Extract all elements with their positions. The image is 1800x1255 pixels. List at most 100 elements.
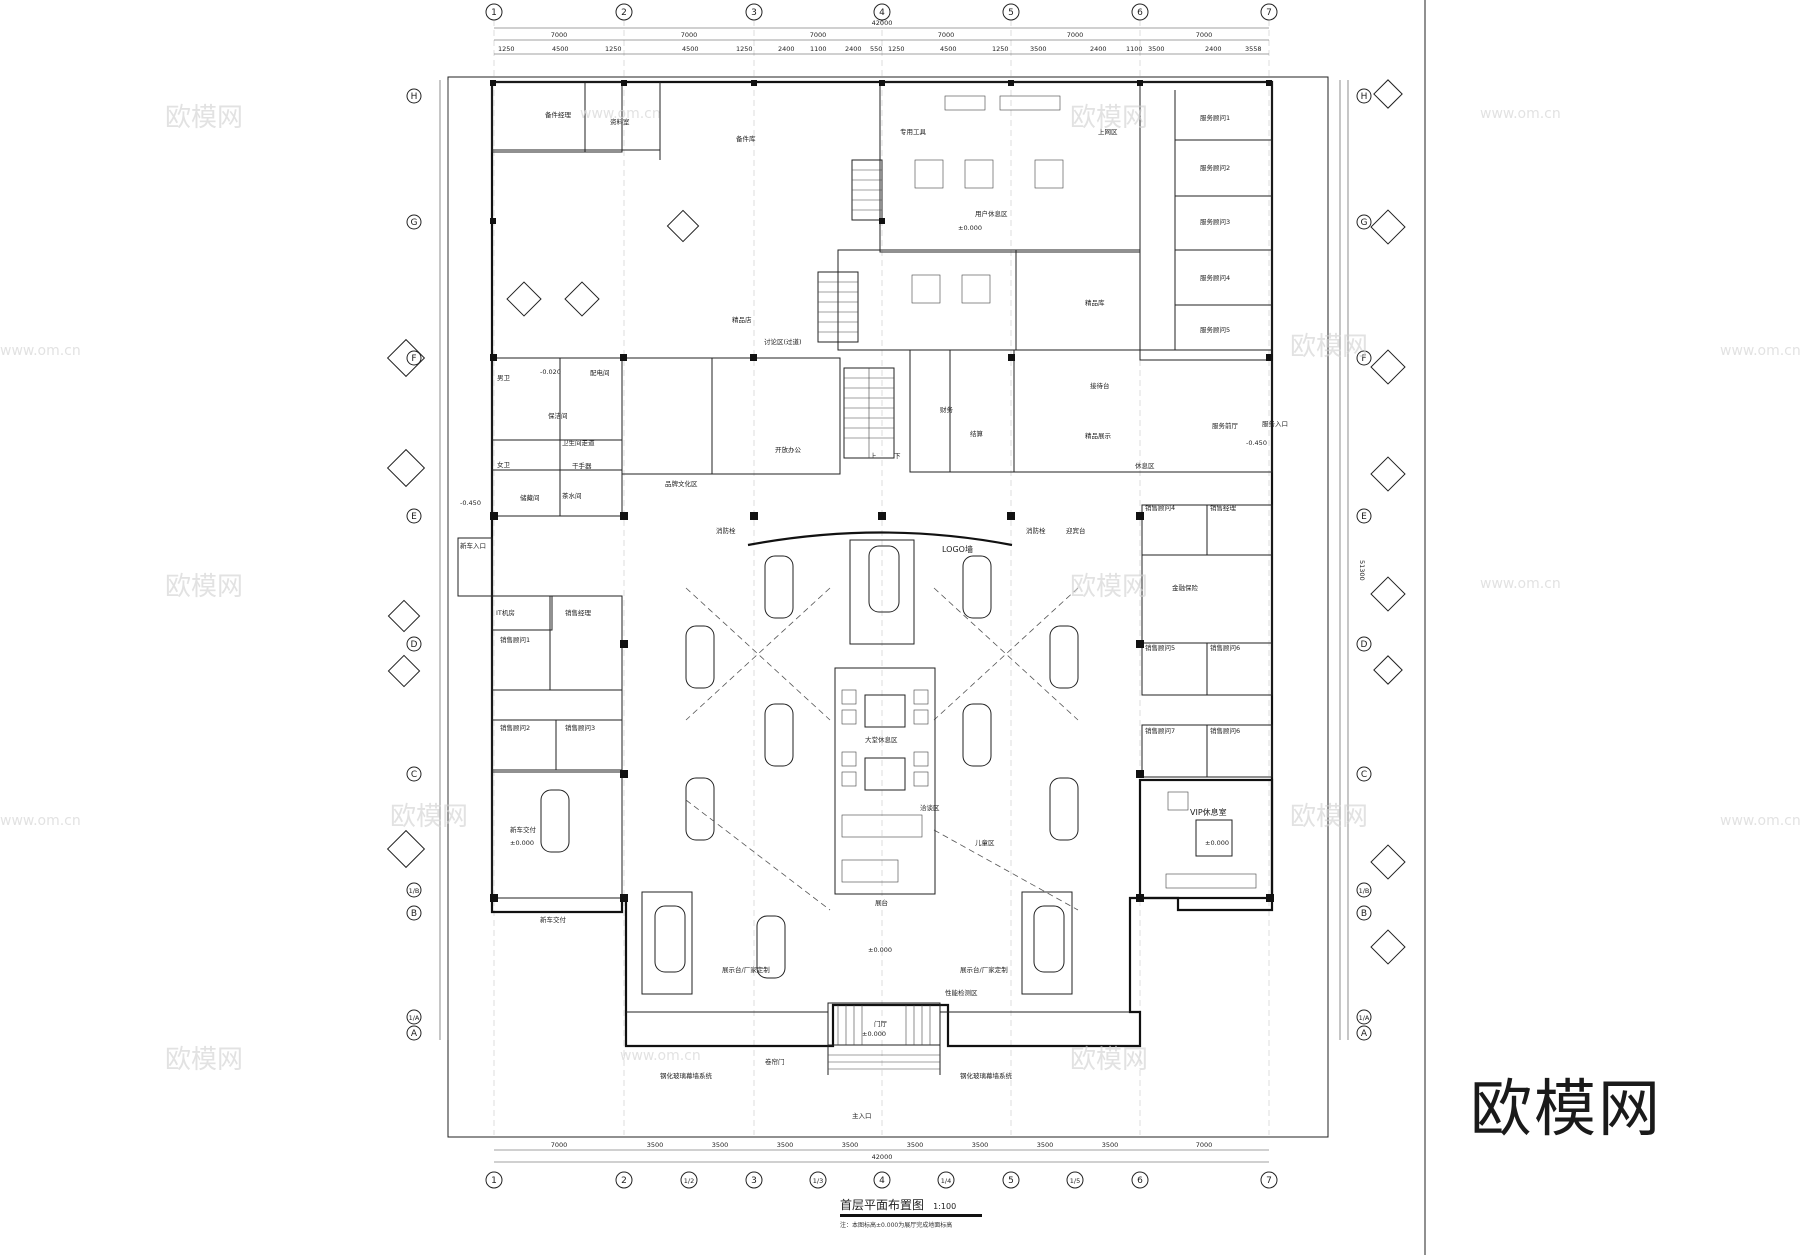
axis-label: 5 <box>1008 1176 1014 1186</box>
room-label: 大堂休息区 <box>865 735 898 744</box>
room-label: 男卫 <box>497 374 511 382</box>
axis-label: 1/A <box>1359 1014 1370 1022</box>
elevation-label: ±0.000 <box>862 1030 886 1038</box>
stair-label: 上 <box>870 451 877 460</box>
axis-label: 4 <box>879 1176 885 1186</box>
room-label: 精品店 <box>732 315 752 324</box>
axis-label: E <box>411 512 417 522</box>
room-label: 销售顾问4 <box>1145 503 1175 512</box>
room-label: 用户休息区 <box>975 209 1008 218</box>
sub-dimension: 1250 <box>992 45 1009 53</box>
showroom-cars <box>540 539 1079 995</box>
watermark-text: 欧模网 <box>1290 802 1368 832</box>
room-label: 门厅 <box>874 1019 888 1028</box>
axis-label: 4 <box>879 8 885 18</box>
room-label: 钢化玻璃幕墙系统 <box>660 1071 713 1080</box>
axis-label: 1/B <box>409 887 420 895</box>
axis-label: 1 <box>491 1176 497 1186</box>
axis-label: 6 <box>1137 1176 1143 1186</box>
bay-dimension: 7000 <box>938 31 955 39</box>
room-label: 新车交付 <box>540 915 567 924</box>
sub-dimension: 550 <box>870 45 882 53</box>
sub-dimension: 2400 <box>778 45 795 53</box>
room-label: 服务顾问4 <box>1200 273 1230 282</box>
room-label: 专用工具 <box>900 127 927 136</box>
axis-label: 1/B <box>1359 887 1370 895</box>
room-label: 迎宾台 <box>1066 526 1086 535</box>
sub-dimension: 1250 <box>736 45 753 53</box>
axis-label: G <box>1361 218 1368 228</box>
axis-label: 1/4 <box>941 1177 951 1185</box>
axis-label: 5 <box>1008 8 1014 18</box>
watermark-url: www.om.cn <box>1720 343 1800 359</box>
elevation-index-markers <box>386 79 1406 965</box>
watermark-url: www.om.cn <box>1720 813 1800 829</box>
sub-dimension: 2400 <box>1205 45 1222 53</box>
axis-label: 1/5 <box>1070 1177 1080 1185</box>
bay-dimension: 7000 <box>551 31 568 39</box>
watermark-text: 欧模网 <box>165 1045 243 1075</box>
bay-dimension: 3500 <box>1037 1141 1054 1149</box>
elevation-label: ±0.000 <box>958 224 982 232</box>
room-label: 讨论区(过道) <box>764 337 802 346</box>
axis-label: B <box>1361 909 1367 919</box>
room-label: 销售经理 <box>1210 503 1237 512</box>
sub-dimension: 1100 <box>1126 45 1143 53</box>
watermark-text: 欧模网 <box>1070 103 1148 133</box>
axis-label: 1/2 <box>684 1177 694 1185</box>
axis-label: E <box>1361 512 1367 522</box>
bay-dimension: 7000 <box>1196 31 1213 39</box>
bay-dimension: 7000 <box>1196 1141 1213 1149</box>
axis-label: A <box>411 1029 418 1039</box>
bay-dimension: 3500 <box>647 1141 664 1149</box>
watermark-text: 欧模网 <box>390 802 468 832</box>
axis-label: G <box>411 218 418 228</box>
sub-dimension: 3500 <box>1148 45 1165 53</box>
room-label: 资料室 <box>610 117 630 126</box>
drawing-scale: 1:100 <box>933 1202 957 1211</box>
room-label: 开放办公 <box>775 445 802 454</box>
drawing-note: 注：本图标高±0.000为展厅完成地面标高 <box>840 1222 953 1229</box>
room-label: 干手器 <box>572 461 592 470</box>
top-axis-markers: 1 2 3 4 5 6 7 <box>485 3 1278 21</box>
right-total-dimension: 51300 <box>1358 560 1366 581</box>
axis-label: 1/3 <box>813 1177 823 1185</box>
room-label: 销售顾问7 <box>1145 726 1175 735</box>
watermark-url: www.om.cn <box>620 1048 701 1064</box>
watermark-text: 欧模网 <box>1070 1045 1148 1075</box>
axis-label: H <box>411 92 418 102</box>
room-label: 品牌文化区 <box>665 479 698 488</box>
bay-dimension: 3500 <box>842 1141 859 1149</box>
sub-dimension: 1250 <box>605 45 622 53</box>
room-label: 备件经理 <box>545 110 572 119</box>
waiting-area-furniture <box>911 95 1064 304</box>
watermark-url: www.om.cn <box>1480 106 1561 122</box>
watermarks: 欧模网 www.om.cn 欧模网 www.om.cn www.om.cn 欧模… <box>0 103 1800 1075</box>
room-label: VIP休息室 <box>1190 807 1227 817</box>
sub-dimension: 3558 <box>1245 45 1262 53</box>
room-label: 储藏间 <box>520 493 540 502</box>
logo-wall <box>747 531 1013 547</box>
sub-dimension: 1100 <box>810 45 827 53</box>
axis-label: 6 <box>1137 8 1143 18</box>
bay-dimension: 3500 <box>712 1141 729 1149</box>
central-lounge-furniture <box>834 667 936 895</box>
watermark-text: 欧模网 <box>165 103 243 133</box>
room-label: 上网区 <box>1098 127 1118 136</box>
room-label: 服务顾问3 <box>1200 217 1230 226</box>
room-label: 卫生间走道 <box>562 438 595 447</box>
watermark-text: 欧模网 <box>1070 572 1148 602</box>
elevation-label: -0.450 <box>1246 439 1267 447</box>
bay-dimension: 3500 <box>972 1141 989 1149</box>
axis-label: D <box>411 640 418 650</box>
sub-dimension: 4500 <box>940 45 957 53</box>
room-label: 洽谈区 <box>920 803 940 812</box>
elevation-label: ±0.000 <box>510 839 534 847</box>
bay-dimension: 7000 <box>1067 31 1084 39</box>
room-label: 配电间 <box>590 368 610 377</box>
room-label: 主入口 <box>852 1111 872 1120</box>
room-label: 销售经理 <box>565 608 592 617</box>
room-label: 金融保险 <box>1172 583 1199 592</box>
room-label: 服务前厅 <box>1212 421 1239 430</box>
room-label: 精品库 <box>1085 298 1105 307</box>
